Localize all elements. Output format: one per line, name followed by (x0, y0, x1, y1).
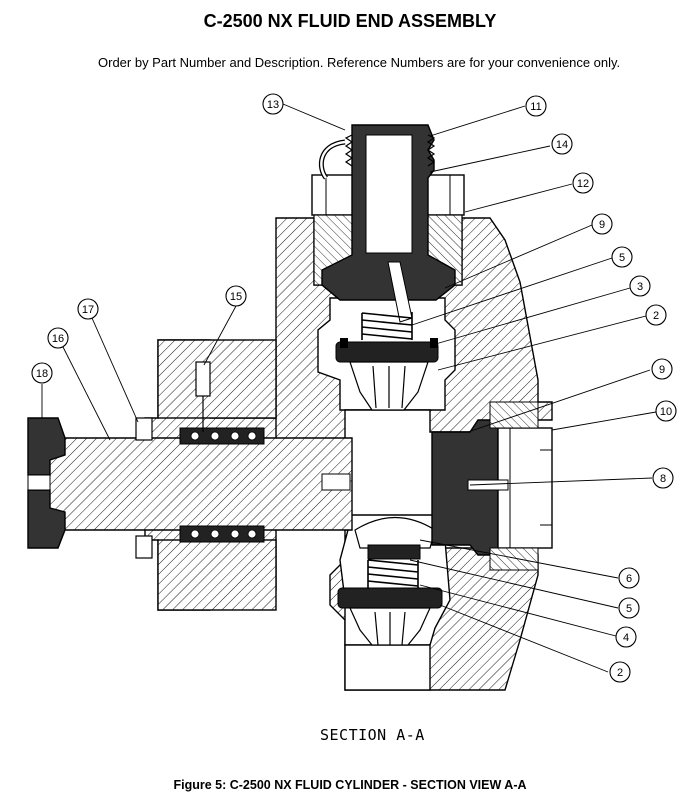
svg-text:12: 12 (577, 178, 589, 190)
cover-bore (365, 134, 413, 254)
svg-text:13: 13 (267, 99, 279, 111)
svg-text:17: 17 (82, 304, 94, 316)
svg-text:9: 9 (599, 219, 605, 231)
packing-stack (179, 427, 265, 543)
lower-port (344, 644, 431, 691)
svg-text:2: 2 (617, 667, 623, 679)
svg-text:10: 10 (660, 406, 672, 418)
callout-2-upper: 2 (645, 304, 667, 326)
svg-text:16: 16 (52, 333, 64, 345)
page-title: C-2500 NX FLUID END ASSEMBLY (203, 11, 497, 31)
upper-spring (361, 312, 413, 340)
callout-3: 3 (629, 275, 651, 297)
svg-text:5: 5 (626, 603, 632, 615)
leader-lines (41, 103, 657, 673)
svg-text:18: 18 (36, 368, 48, 380)
callout-6: 6 (618, 567, 640, 589)
callout-8: 8 (652, 467, 674, 489)
callout-11: 11 (525, 95, 547, 117)
callout-18: 18 (31, 362, 53, 384)
callout-16: 16 (47, 327, 69, 349)
upper-valve-seat-ring (335, 341, 439, 363)
lube-fitting (195, 361, 211, 397)
section-label: SECTION A-A (320, 726, 425, 744)
callout-2-lower: 2 (609, 661, 631, 683)
callout-5-upper: 5 (611, 246, 633, 268)
plunger (47, 437, 353, 531)
gland-lower (157, 539, 277, 611)
svg-text:4: 4 (623, 632, 629, 644)
svg-text:14: 14 (556, 139, 568, 151)
side-cover-threads (489, 401, 539, 429)
lower-spring (367, 559, 419, 588)
callout-5-lower: 5 (618, 597, 640, 619)
svg-text:5: 5 (619, 252, 625, 264)
callout-9-upper: 9 (591, 213, 613, 235)
callout-15: 15 (225, 285, 247, 307)
callout-14: 14 (551, 133, 573, 155)
figure-caption: Figure 5: C-2500 NX FLUID CYLINDER - SEC… (173, 778, 527, 792)
svg-text:11: 11 (530, 101, 541, 113)
svg-text:9: 9 (659, 364, 665, 376)
order-note: Order by Part Number and Description. Re… (98, 55, 621, 70)
gland-upper (157, 339, 277, 419)
svg-text:2: 2 (653, 310, 659, 322)
svg-text:3: 3 (637, 281, 643, 293)
svg-text:6: 6 (626, 573, 632, 585)
svg-text:15: 15 (230, 291, 242, 303)
callout-13: 13 (262, 93, 284, 115)
callout-4: 4 (615, 626, 637, 648)
lower-valve-seat-ring (337, 587, 443, 609)
callout-17: 17 (77, 298, 99, 320)
callout-10: 10 (655, 400, 677, 422)
bleed-tube (318, 139, 346, 180)
callout-12: 12 (572, 172, 594, 194)
callout-9-right: 9 (651, 358, 673, 380)
svg-text:8: 8 (660, 473, 666, 485)
